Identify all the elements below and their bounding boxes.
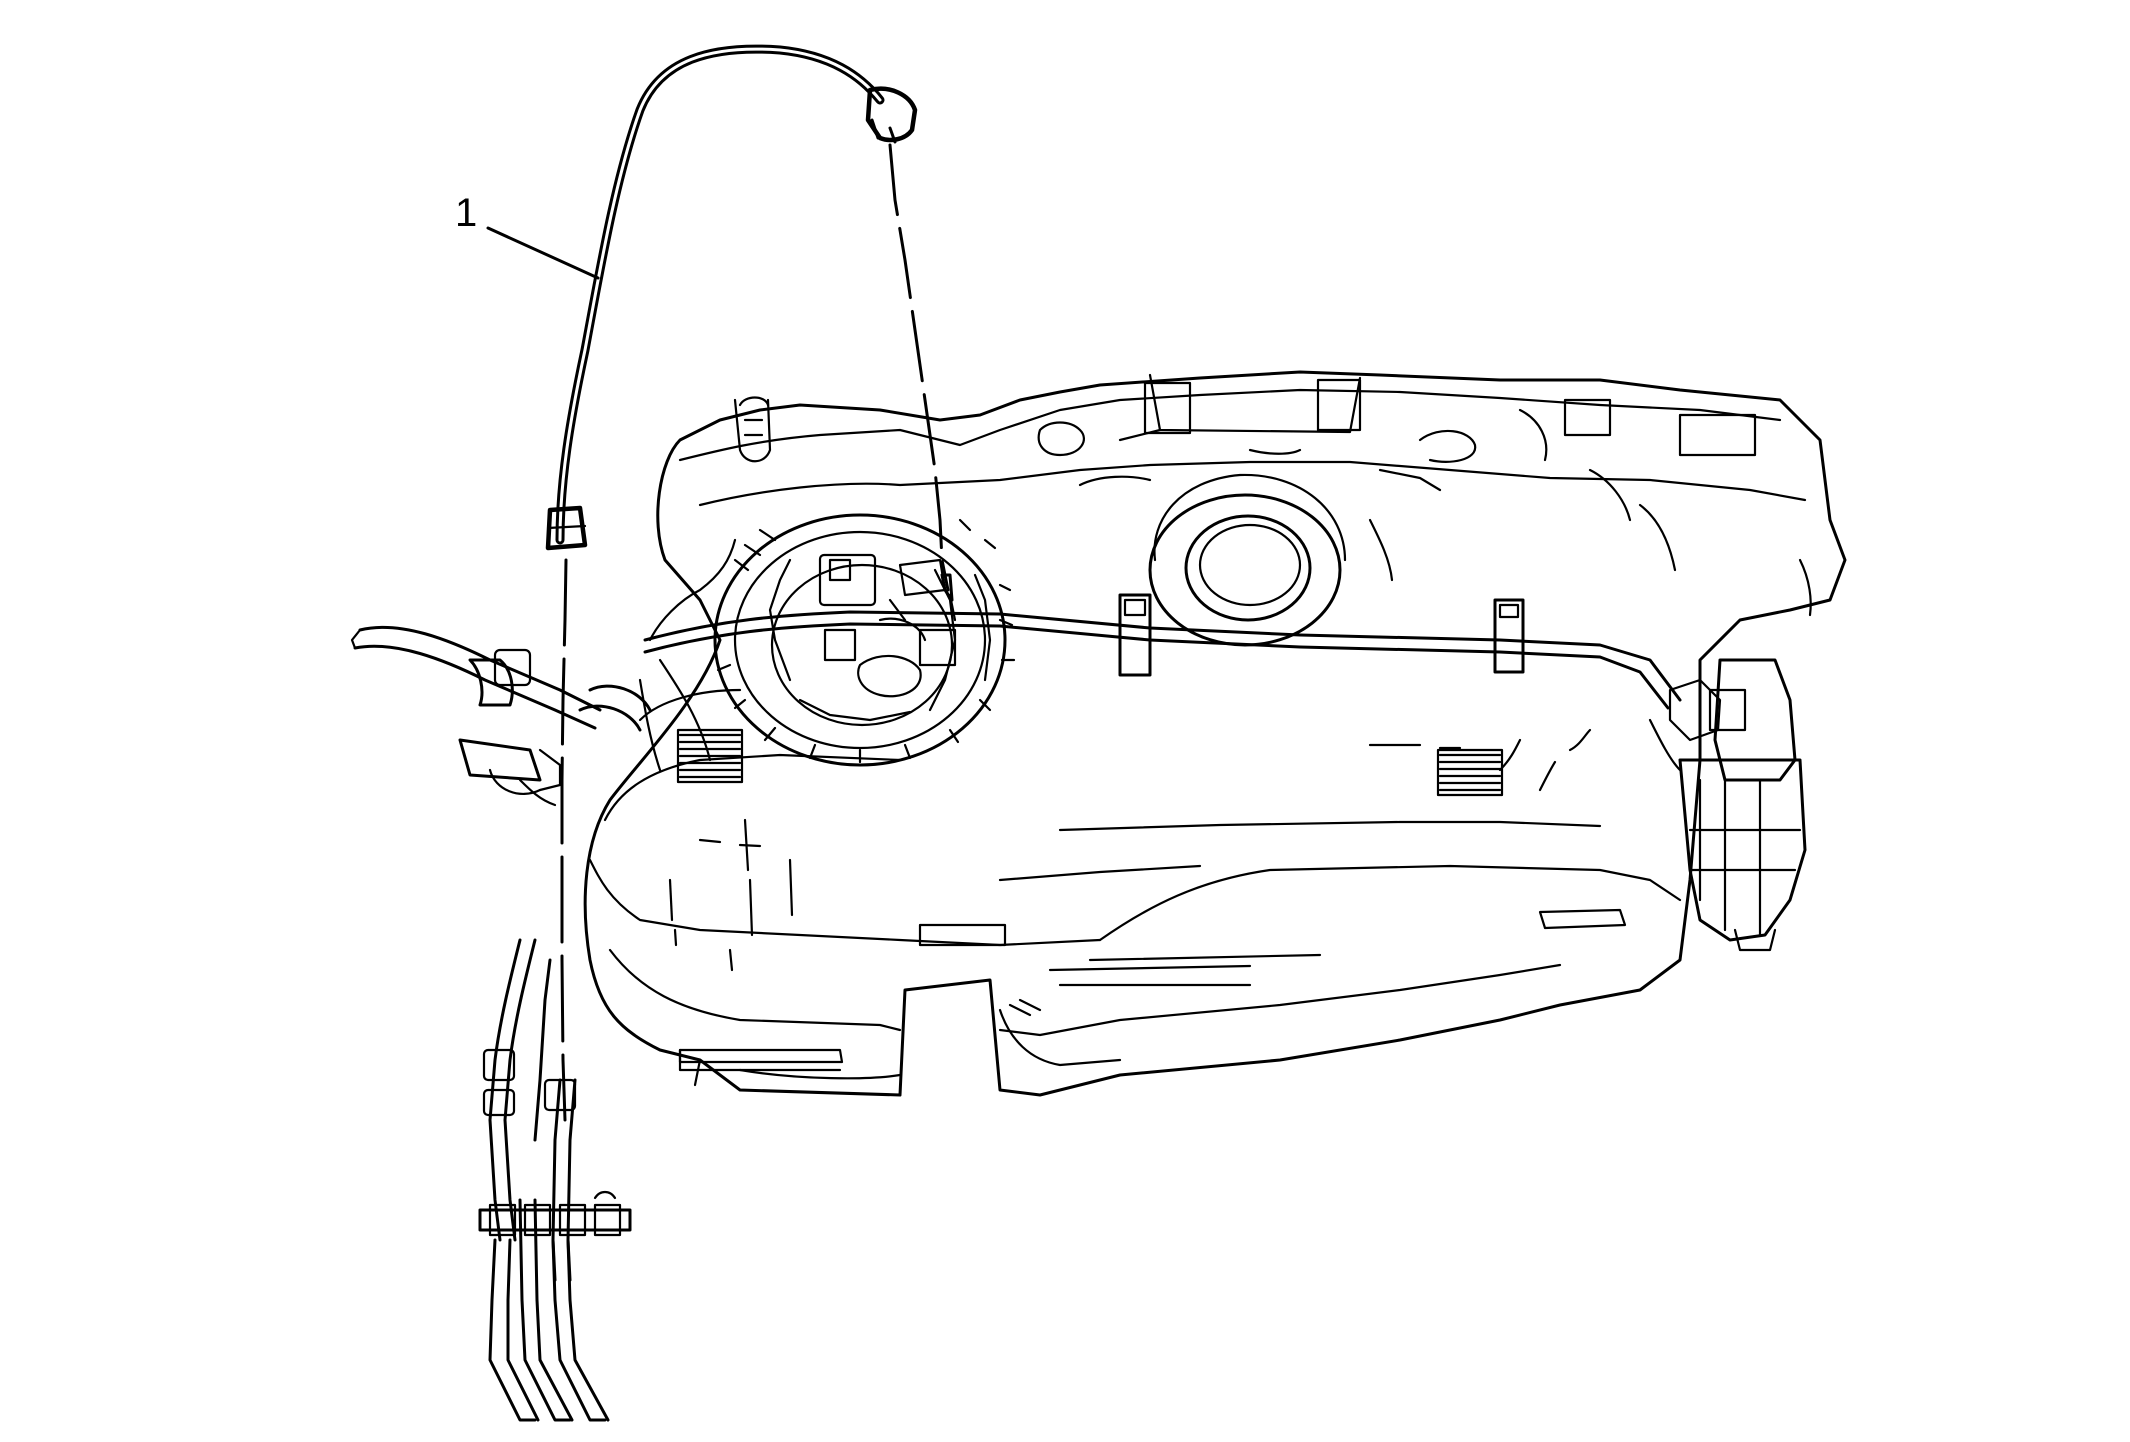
filler-neck-hoses — [350, 625, 652, 807]
tank-vent-grille-right — [1436, 748, 1504, 797]
callout-1-label: 1 — [455, 191, 477, 235]
fuel-line-across-tank — [638, 538, 1682, 772]
callout-1: 1 — [455, 191, 600, 280]
lower-fuel-pipes — [478, 938, 632, 1422]
callout-1-leader — [486, 226, 600, 280]
fuel-feed-pipe — [545, 44, 954, 1122]
evap-canister — [1648, 658, 1807, 952]
